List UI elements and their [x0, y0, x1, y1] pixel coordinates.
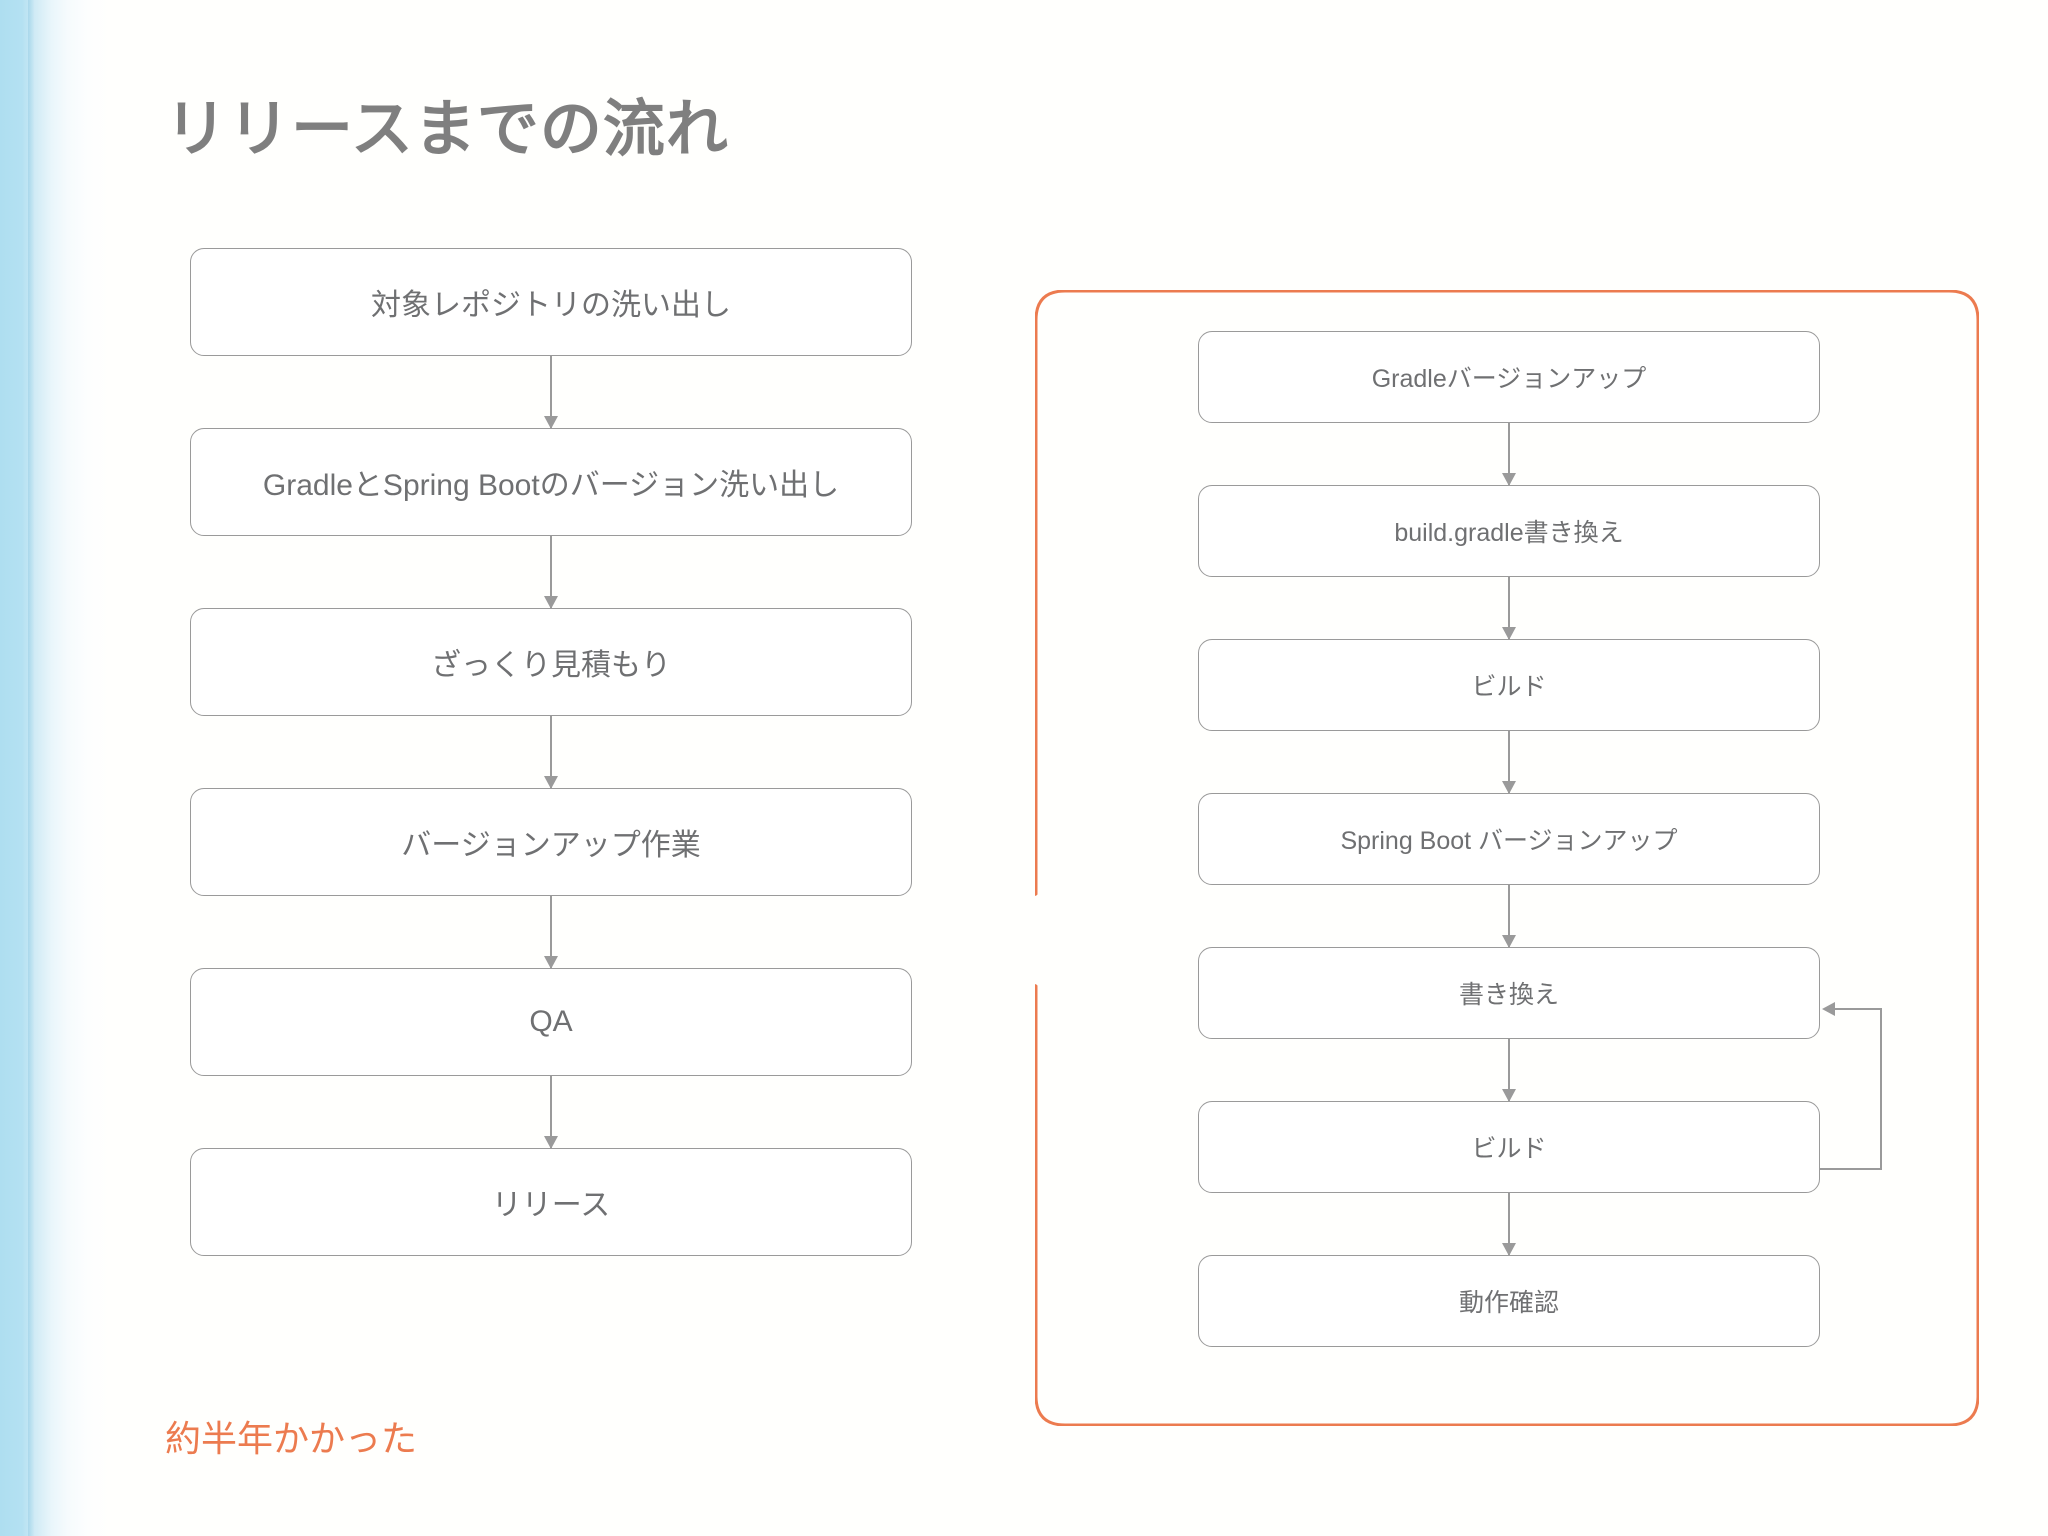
duration-note: 約半年かかった: [165, 1418, 418, 1459]
feedback-loop-arrow: [1820, 1002, 1882, 1170]
detail-box-spring-boot-version-up[interactable]: Spring Boot バージョンアップ: [1198, 793, 1820, 885]
detail-arrow-5: [1502, 1039, 1516, 1102]
flow-box-version-up-work[interactable]: バージョンアップ作業: [190, 788, 912, 896]
callout-bubble: [1035, 290, 1979, 1426]
detail-arrow-1: [1502, 423, 1516, 486]
detail-box-rewrite[interactable]: 書き換え: [1198, 947, 1820, 1039]
detail-box-gradle-version-up[interactable]: Gradleバージョンアップ: [1198, 331, 1820, 423]
flow-box-taisho-repository[interactable]: 対象レポジトリの洗い出し: [190, 248, 912, 356]
feedback-loop-top-segment: [1834, 1008, 1882, 1010]
detail-box-build-gradle-rewrite[interactable]: build.gradle書き換え: [1198, 485, 1820, 577]
detail-arrow-6: [1502, 1193, 1516, 1256]
detail-box-operation-check[interactable]: 動作確認: [1198, 1255, 1820, 1347]
flow-arrow-1: [544, 356, 558, 429]
flow-box-gradle-springboot-version[interactable]: GradleとSpring Bootのバージョン洗い出し: [190, 428, 912, 536]
detail-arrow-4: [1502, 885, 1516, 948]
detail-arrow-2: [1502, 577, 1516, 640]
detail-box-build-1[interactable]: ビルド: [1198, 639, 1820, 731]
feedback-loop-arrowhead-icon: [1822, 1002, 1835, 1016]
page-title: リリースまでの流れ: [165, 95, 729, 164]
flow-arrow-4: [544, 896, 558, 969]
feedback-loop-right-segment: [1880, 1008, 1882, 1170]
flow-box-release[interactable]: リリース: [190, 1148, 912, 1256]
flow-box-rough-estimate[interactable]: ざっくり見積もり: [190, 608, 912, 716]
detail-box-build-2[interactable]: ビルド: [1198, 1101, 1820, 1193]
flow-box-qa[interactable]: QA: [190, 968, 912, 1076]
decorative-sidebar-gradient: [0, 0, 140, 1536]
feedback-loop-bottom-segment: [1820, 1168, 1882, 1170]
flow-arrow-2: [544, 536, 558, 609]
flow-arrow-3: [544, 716, 558, 789]
callout-outline-svg: [1035, 290, 1979, 1426]
sidebar-edge-line: [28, 0, 34, 1536]
flow-arrow-5: [544, 1076, 558, 1149]
detail-arrow-3: [1502, 731, 1516, 794]
